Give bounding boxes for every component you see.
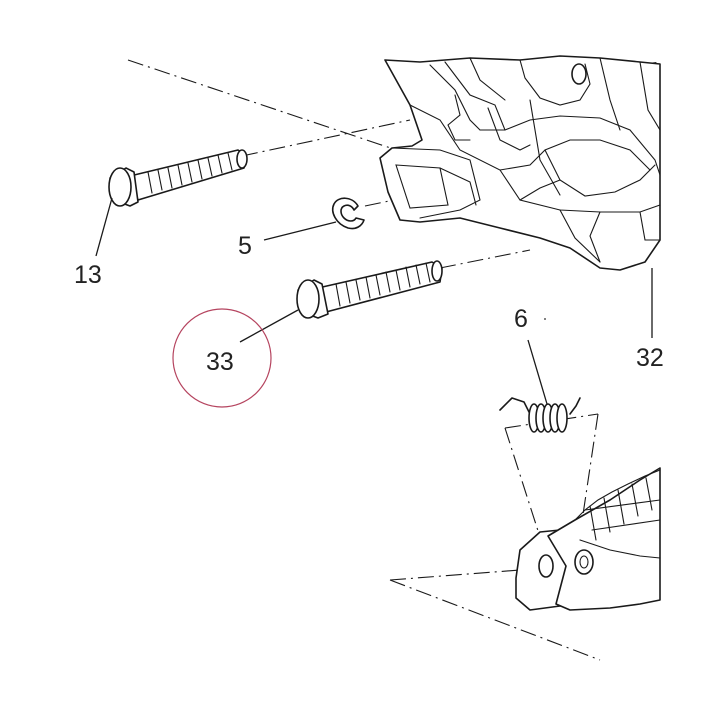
- callout-6: 6: [514, 305, 528, 333]
- callout-33: 33: [206, 348, 234, 376]
- screw-part-33: [296, 260, 443, 319]
- callout-13: 13: [74, 261, 102, 289]
- spring-part-6: [499, 397, 581, 433]
- screw-part-13: [108, 149, 248, 207]
- e-clip-part-5: [332, 197, 365, 230]
- callout-highlight-circle: [172, 308, 272, 408]
- callout-5: 5: [238, 232, 252, 260]
- leader-lines: [95, 197, 653, 405]
- footpeg-part: [515, 467, 661, 611]
- bracket-part-32: [379, 55, 661, 271]
- callout-32: 32: [636, 344, 664, 372]
